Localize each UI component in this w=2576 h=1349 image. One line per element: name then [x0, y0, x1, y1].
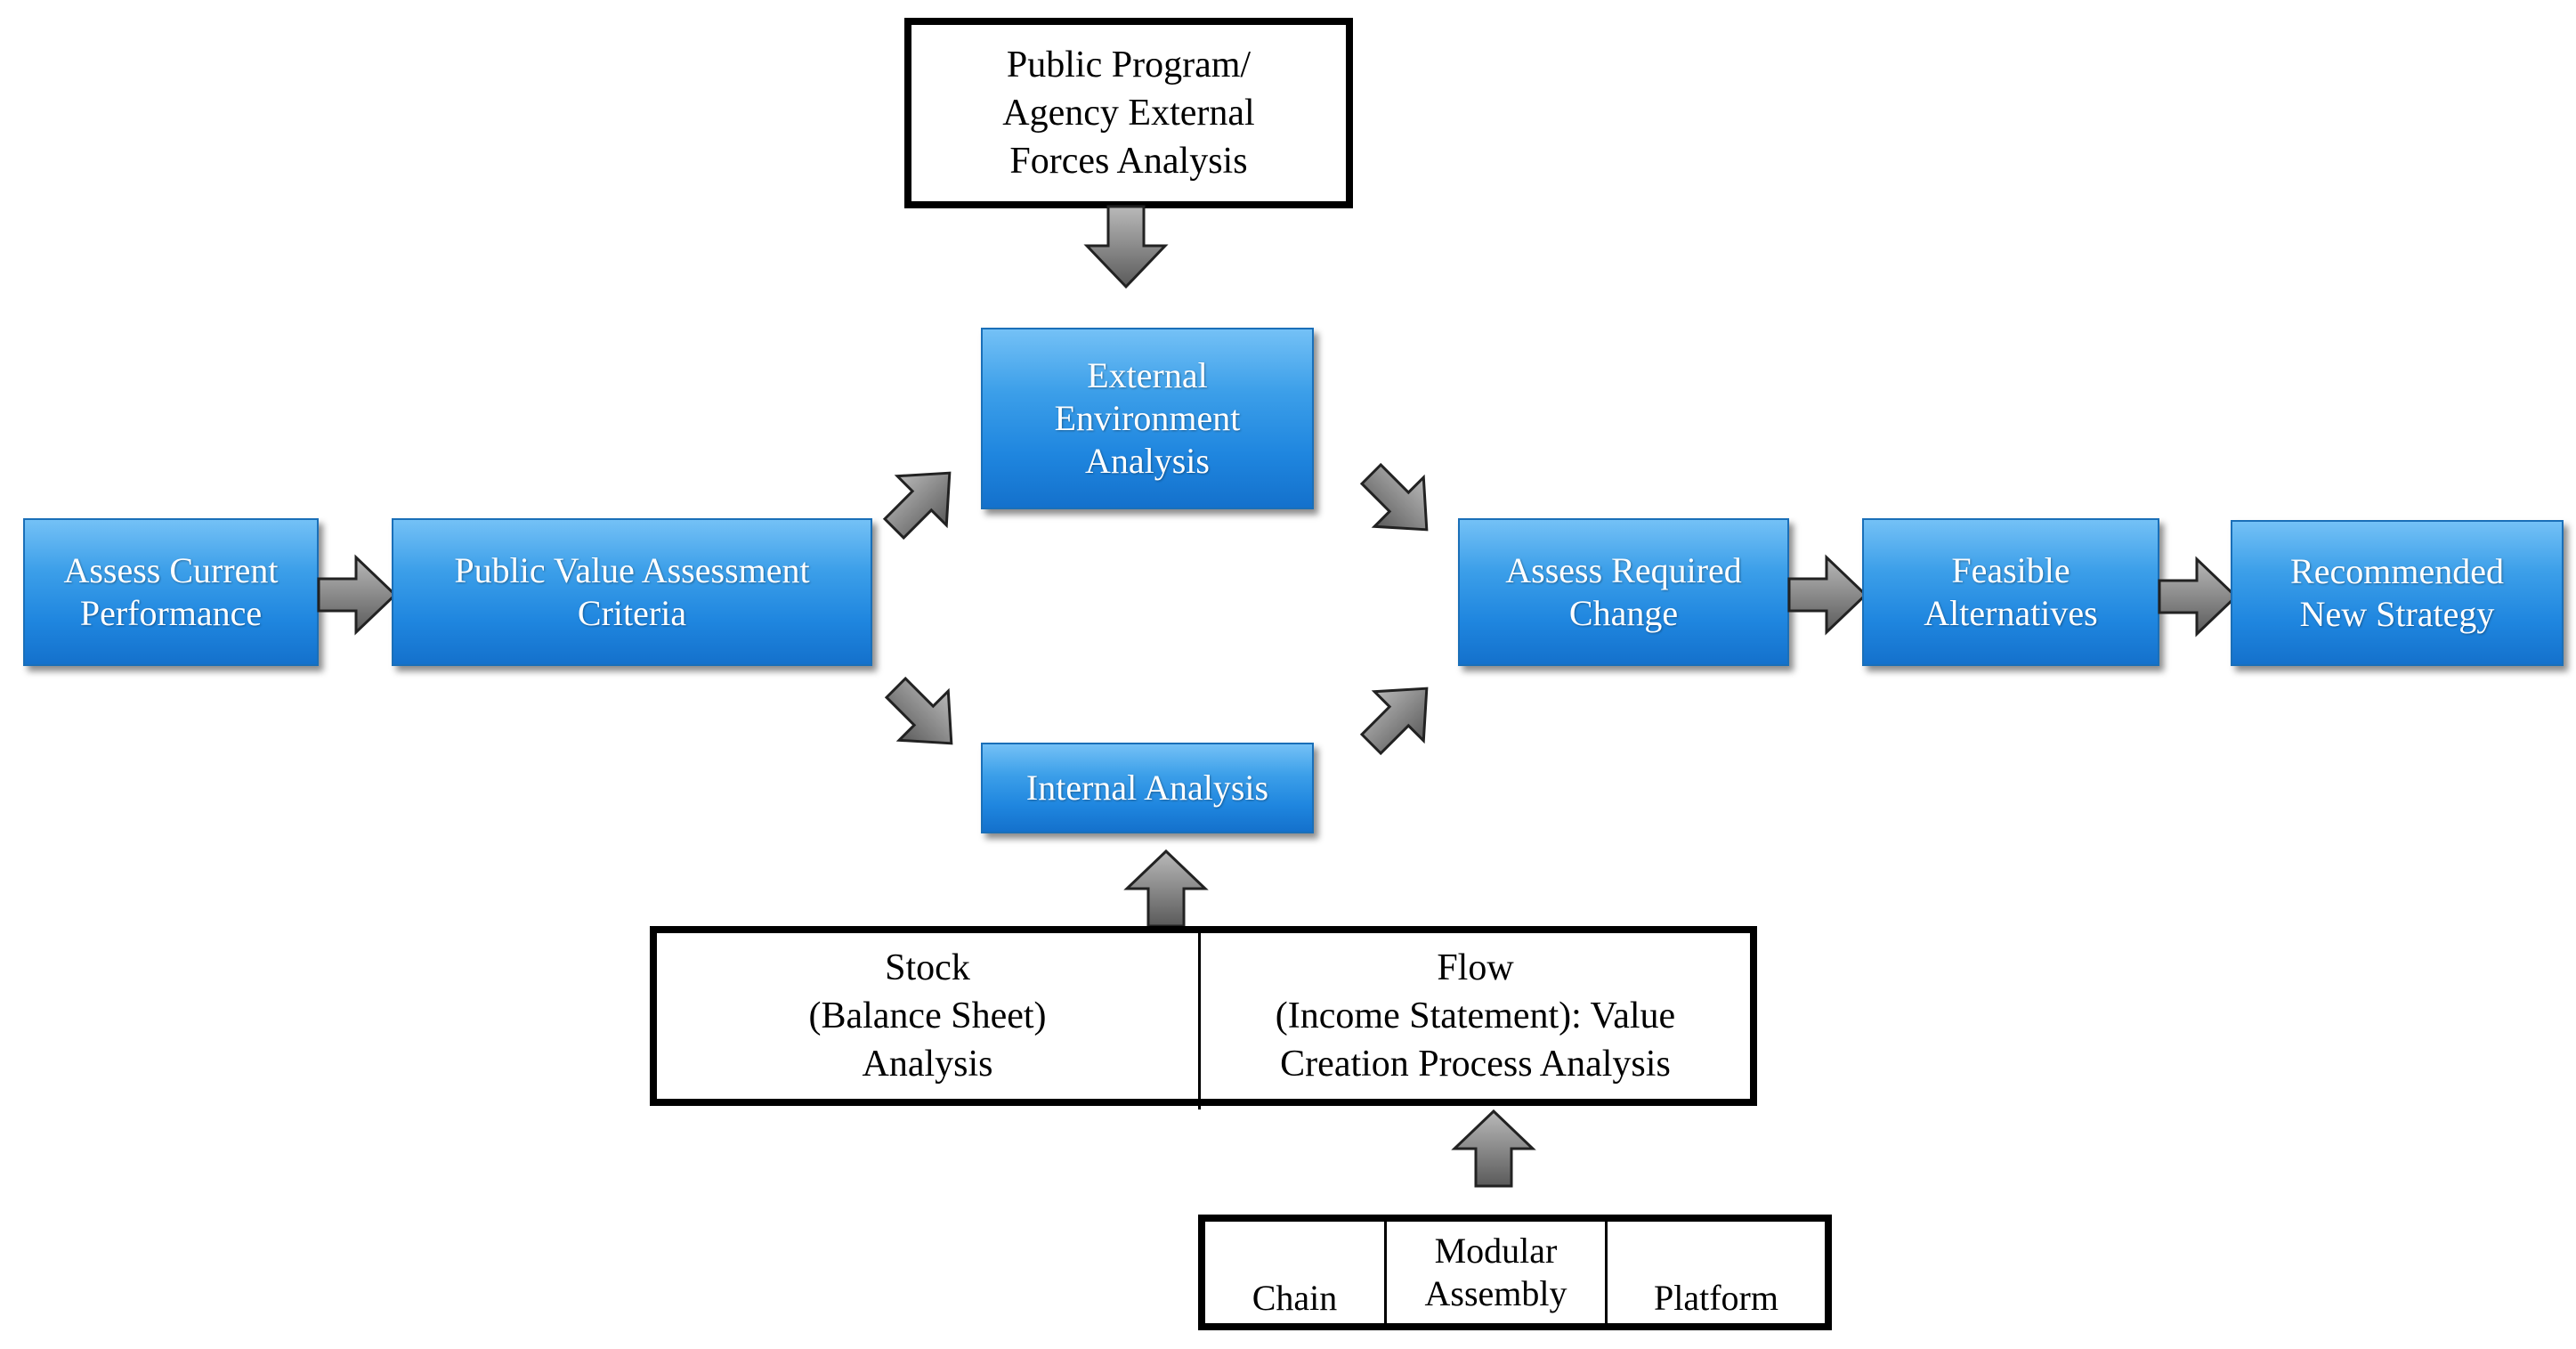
feasible-alternatives-label: Feasible Alternatives [1924, 550, 2098, 633]
public-value-label: Public Value Assessment Criteria [454, 550, 810, 633]
arrow-down-right-icon [1359, 462, 1429, 532]
external-forces-label: Public Program/ Agency External Forces A… [1002, 45, 1255, 182]
external-forces-box: Public Program/ Agency External Forces A… [904, 18, 1353, 208]
flow-label: Flow (Income Statement): Value Creation … [1275, 947, 1676, 1085]
chain-cell: Chain [1205, 1222, 1384, 1323]
assess-required-box: Assess Required Change [1458, 518, 1789, 666]
external-environment-box: External Environment Analysis [981, 328, 1314, 509]
feasible-alternatives-box: Feasible Alternatives [1862, 518, 2159, 666]
internal-analysis-box: Internal Analysis [981, 743, 1314, 833]
public-value-box: Public Value Assessment Criteria [392, 518, 872, 666]
external-environment-label: External Environment Analysis [1054, 355, 1241, 481]
chain-divider [1384, 1220, 1387, 1325]
modular-assembly-cell: Modular Assembly [1387, 1222, 1605, 1323]
arrow-up-right-icon [1359, 687, 1429, 756]
stock-flow-box [650, 926, 1757, 1106]
stock-cell: Stock (Balance Sheet) Analysis [657, 933, 1198, 1099]
assess-current-box: Assess Current Performance [23, 518, 319, 666]
value-configuration-box [1198, 1215, 1832, 1330]
modular-assembly-label: Modular Assembly [1424, 1231, 1567, 1313]
platform-divider [1605, 1220, 1608, 1325]
stock-label: Stock (Balance Sheet) Analysis [808, 947, 1047, 1085]
arrow-down-right-icon [884, 676, 953, 745]
internal-analysis-label: Internal Analysis [1025, 768, 1269, 808]
recommended-strategy-label: Recommended New Strategy [2290, 551, 2504, 634]
arrow-up-icon [1123, 849, 1209, 928]
arrow-down-icon [1083, 205, 1169, 289]
assess-current-label: Assess Current Performance [63, 550, 279, 633]
platform-label: Platform [1654, 1278, 1778, 1318]
recommended-strategy-box: Recommended New Strategy [2231, 520, 2564, 666]
flow-cell: Flow (Income Statement): Value Creation … [1201, 933, 1750, 1099]
assess-required-label: Assess Required Change [1505, 550, 1742, 633]
chain-label: Chain [1252, 1278, 1338, 1318]
arrow-right-icon [317, 554, 398, 636]
stock-flow-divider [1198, 933, 1201, 1109]
arrow-up-right-icon [882, 471, 952, 540]
arrow-up-icon [1451, 1109, 1536, 1188]
arrow-right-icon [1787, 554, 1868, 636]
arrow-right-icon [2158, 556, 2239, 638]
platform-cell: Platform [1608, 1222, 1825, 1323]
